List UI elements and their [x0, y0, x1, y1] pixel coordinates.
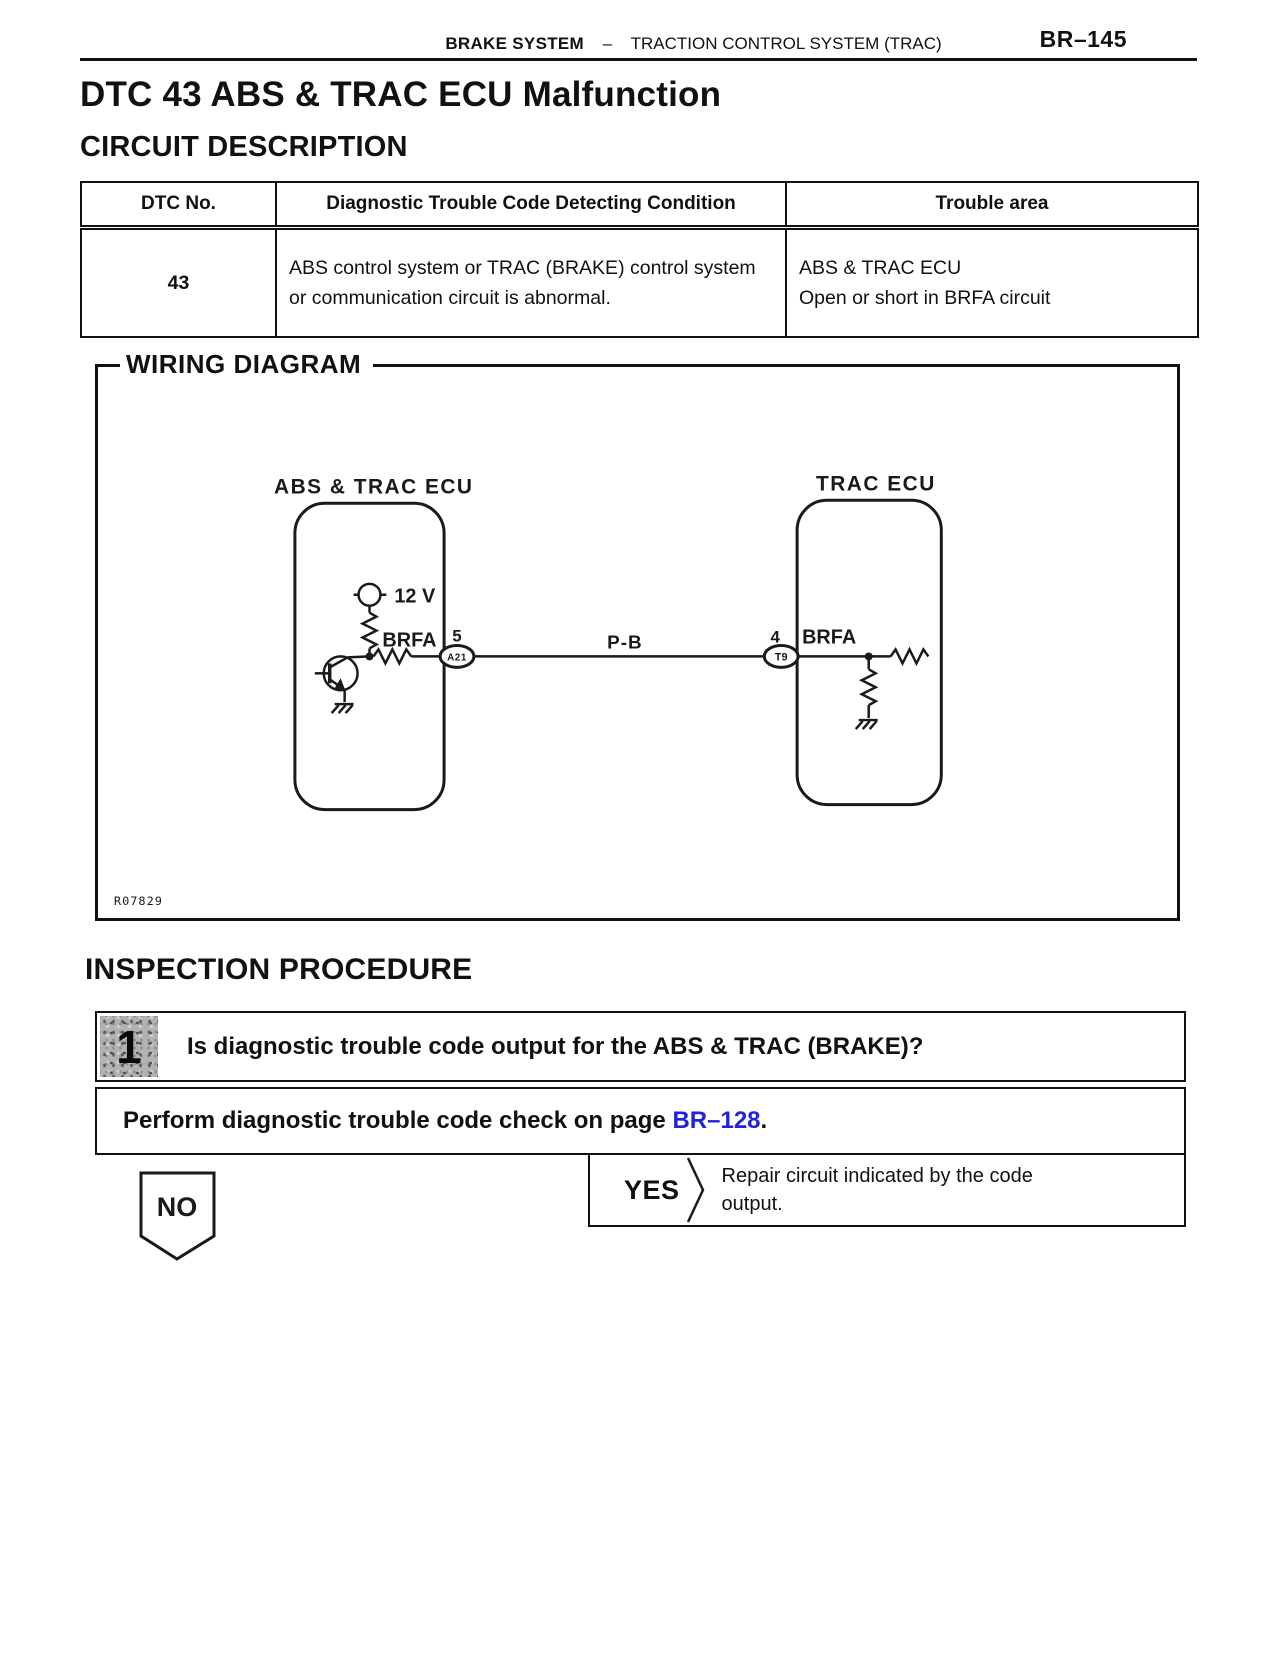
no-flag: NO [139, 1171, 217, 1268]
wiring-diagram-box: WIRING DIAGRAM [95, 349, 1180, 921]
step-1-box: 1 Is diagnostic trouble code output for … [95, 1011, 1186, 1082]
power-12v-symbol [353, 582, 387, 613]
wiring-diagram: ABS & TRAC ECU TRAC ECU 12 V BRFA BRFA 5… [114, 472, 943, 908]
supply-voltage-label: 12 V [394, 586, 436, 608]
col-header-trouble-area: Trouble area [785, 181, 1199, 230]
no-label: NO [157, 1192, 198, 1222]
inspection-procedure-heading: INSPECTION PROCEDURE [85, 953, 473, 986]
instruction-prefix: Perform diagnostic trouble code check on… [123, 1107, 673, 1134]
decision-outcomes: NO YES Repair circuit indicated by the c… [95, 1153, 1197, 1295]
yes-result-text: Repair circuit indicated by the code out… [721, 1165, 1033, 1215]
page-content: BR–145 BRAKE SYSTEM – TRACTION CONTROL S… [80, 0, 1199, 1295]
dtc-number-cell: 43 [80, 226, 277, 338]
instruction-box: Perform diagnostic trouble code check on… [95, 1087, 1186, 1155]
col-header-condition: Diagnostic Trouble Code Detecting Condit… [275, 181, 787, 230]
trouble-area-line1: ABS & TRAC ECU [799, 256, 962, 279]
page-header: BR–145 BRAKE SYSTEM – TRACTION CONTROL S… [80, 0, 1197, 61]
connector-a21-label: A21 [447, 652, 467, 663]
abs-trac-ecu-label: ABS & TRAC ECU [274, 475, 473, 498]
running-head-system: BRAKE SYSTEM [445, 34, 584, 53]
ground-symbol [330, 702, 354, 714]
page-link-br-128[interactable]: BR–128 [672, 1107, 761, 1134]
wire-color-label: P-B [607, 632, 643, 653]
step-question: Is diagnostic trouble code output for th… [187, 1032, 924, 1060]
resistor-symbol [372, 646, 413, 667]
page-title: DTC 43 ABS & TRAC ECU Malfunction [80, 75, 722, 114]
trac-ecu-label: TRAC ECU [816, 472, 936, 495]
dtc-table: DTC No. Diagnostic Trouble Code Detectin… [80, 181, 1199, 338]
yes-result-box: YES Repair circuit indicated by the code… [588, 1153, 1186, 1227]
connector-t9-label: T9 [775, 651, 788, 663]
transistor-symbol [314, 655, 370, 703]
brfa-label-left: BRFA [382, 629, 436, 651]
resistor-symbol [858, 668, 879, 707]
brfa-label-right: BRFA [802, 626, 856, 648]
figure-code: R07829 [114, 894, 163, 908]
ground-symbol [854, 718, 878, 730]
pin-number-4: 4 [771, 628, 781, 647]
running-head-section: TRACTION CONTROL SYSTEM (TRAC) [630, 34, 942, 53]
trac-ecu-outline [795, 498, 943, 807]
connector-t9 [762, 643, 800, 669]
col-header-dtc-no: DTC No. [80, 181, 277, 230]
resistor-symbol [889, 646, 930, 667]
running-head: BRAKE SYSTEM – TRACTION CONTROL SYSTEM (… [135, 34, 1252, 58]
detecting-condition-cell: ABS control system or TRAC (BRAKE) contr… [275, 226, 787, 338]
trouble-area-line2: Open or short in BRFA circuit [799, 287, 1051, 309]
table-row: 43 ABS control system or TRAC (BRAKE) co… [80, 226, 1199, 338]
step-number-badge: 1 [100, 1016, 158, 1077]
page-number: BR–145 [1039, 26, 1127, 52]
pin-number-5: 5 [452, 627, 461, 646]
running-head-dash: – [602, 34, 613, 53]
no-flag-outline [139, 1171, 216, 1261]
instruction-text: Perform diagnostic trouble code check on… [123, 1107, 767, 1135]
trouble-area-cell: ABS & TRAC ECU Open or short in BRFA cir… [785, 226, 1199, 338]
wiring-diagram-title: WIRING DIAGRAM [120, 349, 374, 380]
instruction-suffix: . [760, 1107, 768, 1134]
dtc-table-header-row: DTC No. Diagnostic Trouble Code Detectin… [80, 181, 1199, 230]
yes-chevron-icon [686, 1157, 704, 1223]
circuit-description-heading: CIRCUIT DESCRIPTION [80, 131, 408, 163]
yes-label: YES [624, 1174, 680, 1205]
resistor-symbol [359, 611, 380, 650]
junction-dot [365, 652, 374, 661]
